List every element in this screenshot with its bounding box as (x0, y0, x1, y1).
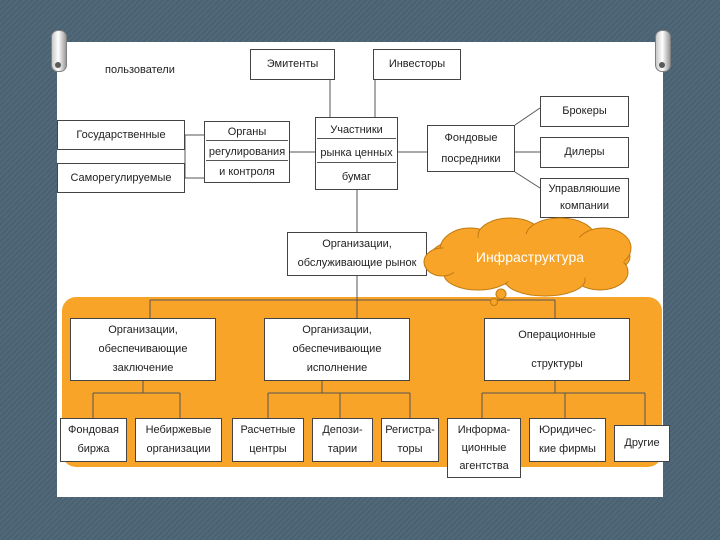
yuridicheskie-box: Юридичес- кие фирмы (529, 418, 606, 462)
emitenty-box: Эмитенты (250, 49, 335, 80)
org-ispolnenie-line-2: обеспечивающие (292, 343, 382, 356)
org-zaklyuchenie-box: Организации, обеспечивающие заключение (70, 318, 216, 381)
org-obsluzh-box: Организации, обслуживающие рынок (287, 232, 427, 276)
raschetnye-line-1: Расчетные (240, 424, 296, 437)
gosudarstvennye-box: Государственные (57, 120, 185, 150)
org-zaklyuchenie-line-1: Организации, (108, 324, 178, 337)
nebirzhevye-line-2: организации (146, 443, 211, 456)
drugie-box: Другие (614, 425, 670, 462)
infrastructure-label: Инфраструктура (475, 249, 585, 265)
gosudarstvennye-label: Государственные (76, 128, 166, 141)
raschetnye-line-2: центры (249, 443, 287, 456)
dilery-label: Дилеры (564, 146, 605, 159)
org-ispolnenie-line-1: Организации, (302, 324, 372, 337)
org-ispolnenie-box: Организации, обеспечивающие исполнение (264, 318, 410, 381)
org-zaklyuchenie-line-2: обеспечивающие (98, 343, 188, 356)
uchastniki-line-1: Участники (317, 124, 396, 140)
fondovaya-birzha-box: Фондовая биржа (60, 418, 127, 462)
investory-label: Инвесторы (388, 58, 446, 71)
fondovye-posredniki-box: Фондовые посредники (427, 125, 515, 172)
investory-box: Инвесторы (373, 49, 461, 80)
org-zaklyuchenie-line-3: заключение (112, 362, 174, 375)
org-ispolnenie-line-3: исполнение (306, 362, 368, 375)
fondovaya-birzha-line-1: Фондовая (68, 424, 119, 437)
uchastniki-line-3: бумаг (341, 170, 372, 183)
operatsionnye-box: Операционные структуры (484, 318, 630, 381)
users-label: пользователи (105, 64, 175, 76)
emitenty-label: Эмитенты (266, 58, 319, 71)
organy-line-3: и контроля (219, 165, 275, 178)
yuridicheskie-line-2: кие фирмы (539, 443, 596, 456)
org-obsluzh-line-2: обслуживающие рынок (297, 257, 417, 270)
binder-ring-left-icon (51, 30, 67, 72)
upravlyayushchie-box: Управляюшие компании (540, 178, 629, 218)
informatsionnye-line-2: ционные (461, 441, 507, 454)
fondovye-posredniki-line-1: Фондовые (444, 132, 498, 145)
informatsionnye-box: Информа- ционные агентства (447, 418, 521, 478)
upravlyayushchie-line-2: компании (559, 200, 610, 213)
organy-line-1: Органы (206, 126, 288, 142)
nebirzhevye-box: Небиржевые организации (135, 418, 222, 462)
samoreguliruemye-label: Саморегулируемые (70, 171, 172, 184)
uchastniki-line-2: рынка ценных (317, 147, 396, 163)
raschetnye-box: Расчетные центры (232, 418, 304, 462)
depozitarii-line-2: тарии (327, 443, 358, 456)
depozitarii-box: Депози- тарии (312, 418, 373, 462)
operatsionnye-line-1: Операционные (518, 329, 596, 342)
dilery-box: Дилеры (540, 137, 629, 168)
samoreguliruemye-box: Саморегулируемые (57, 163, 185, 193)
depozitarii-line-1: Депози- (322, 424, 363, 437)
operatsionnye-line-2: структуры (531, 357, 583, 370)
org-obsluzh-line-1: Организации, (322, 238, 392, 251)
yuridicheskie-line-1: Юридичес- (539, 424, 596, 437)
fondovye-posredniki-line-2: посредники (441, 152, 501, 165)
binder-ring-right-icon (655, 30, 671, 72)
organy-box: Органы регулирования и контроля (204, 121, 290, 183)
brokery-box: Брокеры (540, 96, 629, 127)
informatsionnye-line-1: Информа- (457, 423, 511, 436)
registratory-line-2: торы (397, 443, 423, 456)
informatsionnye-line-3: агентства (459, 459, 509, 472)
uchastniki-box: Участники рынка ценных бумаг (315, 117, 398, 190)
registratory-line-1: Регистра- (385, 424, 435, 437)
organy-line-2: регулирования (206, 146, 288, 162)
drugie-label: Другие (624, 437, 660, 450)
nebirzhevye-line-1: Небиржевые (145, 424, 212, 437)
brokery-label: Брокеры (562, 105, 607, 118)
registratory-box: Регистра- торы (381, 418, 439, 462)
upravlyayushchie-line-1: Управляюшие (548, 183, 621, 196)
fondovaya-birzha-line-2: биржа (77, 443, 110, 456)
